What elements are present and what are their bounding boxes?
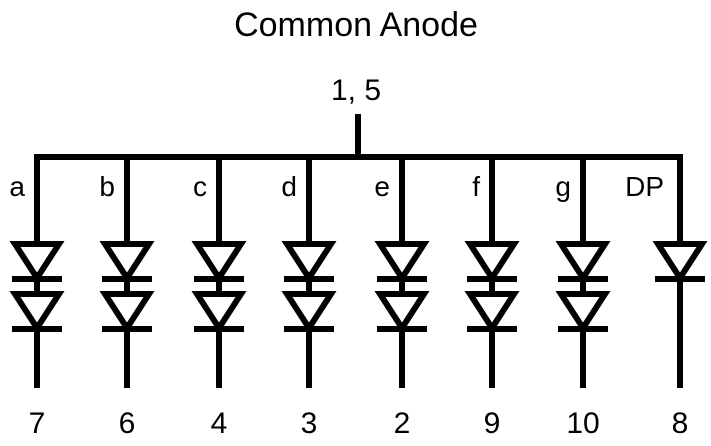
led-diode-symbol (191, 241, 247, 284)
pin-number-7: 7 (29, 407, 46, 440)
pin-number-6: 6 (119, 407, 136, 440)
led-diode-symbol (281, 291, 337, 334)
led-diode-symbol (374, 291, 430, 334)
channel-dp: DP 8 (625, 154, 708, 440)
pin-number-9: 9 (484, 407, 501, 440)
led-diode-symbol (464, 241, 520, 284)
led-diode-symbol (99, 291, 155, 334)
pin-number-2: 2 (394, 407, 411, 440)
pin-number-3: 3 (301, 407, 318, 440)
led-diode-symbol (9, 241, 65, 284)
segment-label-dp: DP (625, 171, 664, 202)
channel-c: c4 (191, 154, 247, 440)
pin-number-10: 10 (566, 407, 599, 440)
channel-b: b6 (99, 154, 155, 440)
segment-label-d: d (281, 171, 297, 202)
common-anode-pin-label: 1, 5 (331, 74, 381, 107)
segment-label-b: b (99, 171, 115, 202)
channel-f: f9 (464, 154, 520, 440)
led-diode-symbol (555, 241, 611, 284)
segment-label-f: f (472, 171, 480, 202)
led-diode-symbol (281, 241, 337, 284)
led-diode-symbol (374, 241, 430, 284)
pin-number-8: 8 (672, 407, 689, 440)
pin-number-4: 4 (211, 407, 228, 440)
segment-label-e: e (374, 171, 390, 202)
channel-g: g 10 (555, 154, 611, 440)
led-diode-symbol (191, 291, 247, 334)
channel-a: a7 (9, 154, 65, 440)
segment-label-g: g (555, 171, 571, 202)
led-diode-symbol (555, 291, 611, 334)
led-diode-symbol (652, 241, 708, 284)
channel-e: e2 (374, 154, 430, 440)
led-diode-symbol (9, 291, 65, 334)
channel-d: d3 (281, 154, 337, 440)
led-diode-symbol (464, 291, 520, 334)
led-diode-symbol (99, 241, 155, 284)
segment-label-c: c (193, 171, 207, 202)
segment-label-a: a (9, 171, 25, 202)
diagram-title: Common Anode (234, 6, 478, 44)
